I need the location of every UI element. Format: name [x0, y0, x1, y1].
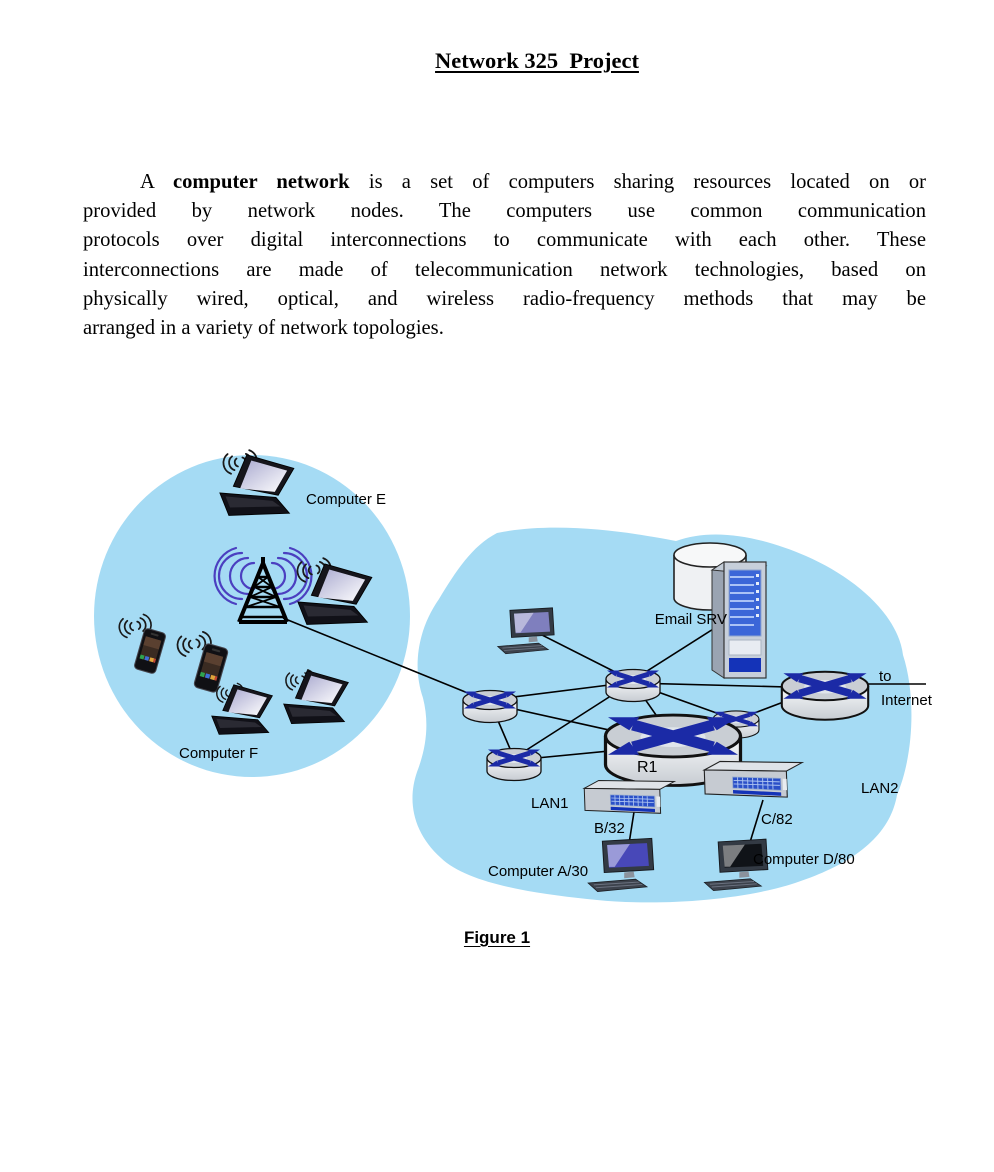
bold-term: computer network	[172, 171, 350, 193]
router-bottom-left	[487, 749, 541, 781]
label-computer-a30: Computer A/30	[488, 863, 588, 880]
paragraph-line: interconnections are made of telecommuni…	[83, 258, 926, 281]
figure-caption: Figure 1	[463, 928, 531, 947]
label-computer-f: Computer F	[179, 745, 258, 762]
document-title: Network 325 Project	[435, 48, 639, 73]
router-left	[463, 691, 517, 723]
paragraph-line: protocols over digital interconnections …	[83, 229, 926, 252]
label-lan2: LAN2	[861, 780, 899, 797]
label-lan1: LAN1	[531, 795, 569, 812]
label-b32: B/32	[594, 820, 625, 837]
link-tower-routerA	[282, 617, 486, 701]
label-to: to	[879, 668, 892, 685]
paragraph-line: physically wired, optical, and wireless …	[83, 287, 926, 310]
label-c82: C/82	[761, 811, 793, 828]
intro-paragraph: A computer network is a set of computers…	[83, 168, 926, 343]
label-computer-d80: Computer D/80	[753, 851, 855, 868]
label-r1: R1	[637, 759, 658, 776]
internet-router	[782, 672, 868, 720]
paragraph-line: provided by network nodes. The computers…	[83, 200, 926, 223]
paragraph-line: arranged in a variety of network topolog…	[83, 317, 444, 340]
label-internet: Internet	[881, 692, 933, 709]
router-top	[606, 670, 660, 702]
paragraph-line: A computer network is a set of computers…	[140, 171, 926, 193]
network-diagram: Computer E Computer F Email SRV to Inter…	[94, 448, 933, 903]
label-computer-e: Computer E	[306, 491, 386, 508]
label-email-srv: Email SRV	[655, 611, 727, 628]
